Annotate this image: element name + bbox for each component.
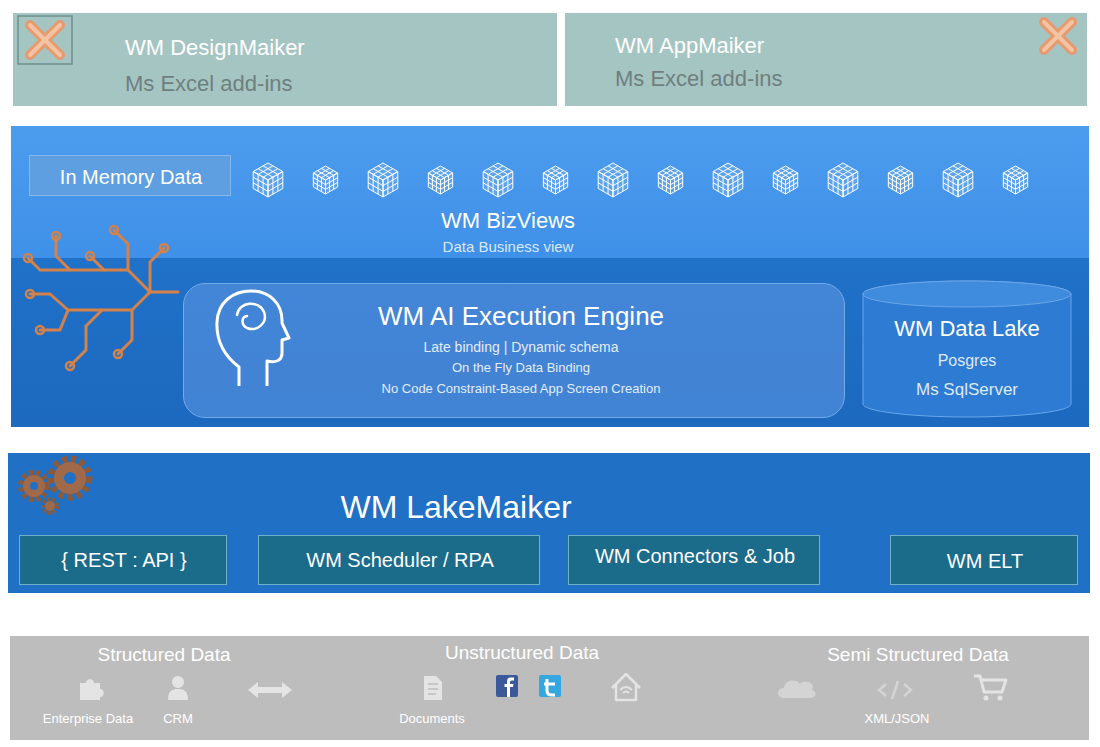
cube-icon [483,163,513,197]
node-title: WM Connectors & Job [569,544,821,568]
node-title: Structured Data [54,644,274,667]
cube-icon [773,166,797,194]
node-text: Semi Structured Data [778,644,1058,667]
icon-caption: Documents [382,711,482,727]
engine-box: WM AI Execution EngineLate binding | Dyn… [183,283,845,418]
node-title: WM AppMaiker [615,33,1035,59]
icon-caption: XML/JSON [847,711,947,727]
node-text: Late binding | Dynamic schema [271,339,771,356]
cube-icon [253,163,283,197]
node-text: Ms SqlServer [862,380,1072,400]
cube-icon [428,166,452,194]
cube-icon [828,163,858,197]
node-text: Unstructured Data [412,642,632,665]
addin-box: WM AppMaiker Ms Excel add-ins [565,13,1087,106]
node-title: WM ELT [891,549,1079,573]
icon-caption: Enterprise Data [28,711,148,727]
addin-box: WM DesignMaiker Ms Excel add-ins [13,13,557,106]
node-title: WM BizViews [308,208,708,234]
node-title: WM LakeMaiker [206,488,706,526]
node-title: WM Data Lake [862,316,1072,342]
node-text: On the Fly Data Binding [271,360,771,376]
cube-icon [598,163,628,197]
cube-icon [313,166,337,194]
cube-icon [543,166,567,194]
node-text: Ms Excel add-ins [615,66,1035,92]
node-title: WM Scheduler / RPA [259,548,541,572]
cube-icon [943,163,973,197]
tool-box: { REST : API } [19,535,227,585]
cube-icon [713,163,743,197]
memory-box: In Memory Data [29,155,231,196]
icon-caption: CRM [148,711,208,727]
tool-box: WM ELT [890,535,1078,585]
datalake-cylinder: WM Data LakePosgres Ms SqlServer [862,280,1072,418]
node-text: Ms Excel add-ins [125,71,545,97]
tool-box: WM Scheduler / RPA [258,535,540,585]
tool-box: WM Connectors & Job [568,535,820,585]
bizviews-band: WM BizViewsData Business view In Memory D… [11,126,1089,427]
node-title: WM DesignMaiker [125,35,545,61]
node-title: WM AI Execution Engine [271,301,771,332]
node-text: No Code Constraint-Based App Screen Crea… [271,381,771,397]
node-text: Posgres [862,351,1072,370]
cube-icon [658,166,682,194]
cube-icon [1003,166,1027,194]
lakemaiker-band: WM LakeMaiker { REST : API } WM Scheduler … [8,453,1090,593]
node-title: In Memory Data [30,165,232,189]
node-title: { REST : API } [20,548,228,572]
cube-icon [368,163,398,197]
node-text: Data Business view [308,238,708,256]
cube-icon [888,166,912,194]
